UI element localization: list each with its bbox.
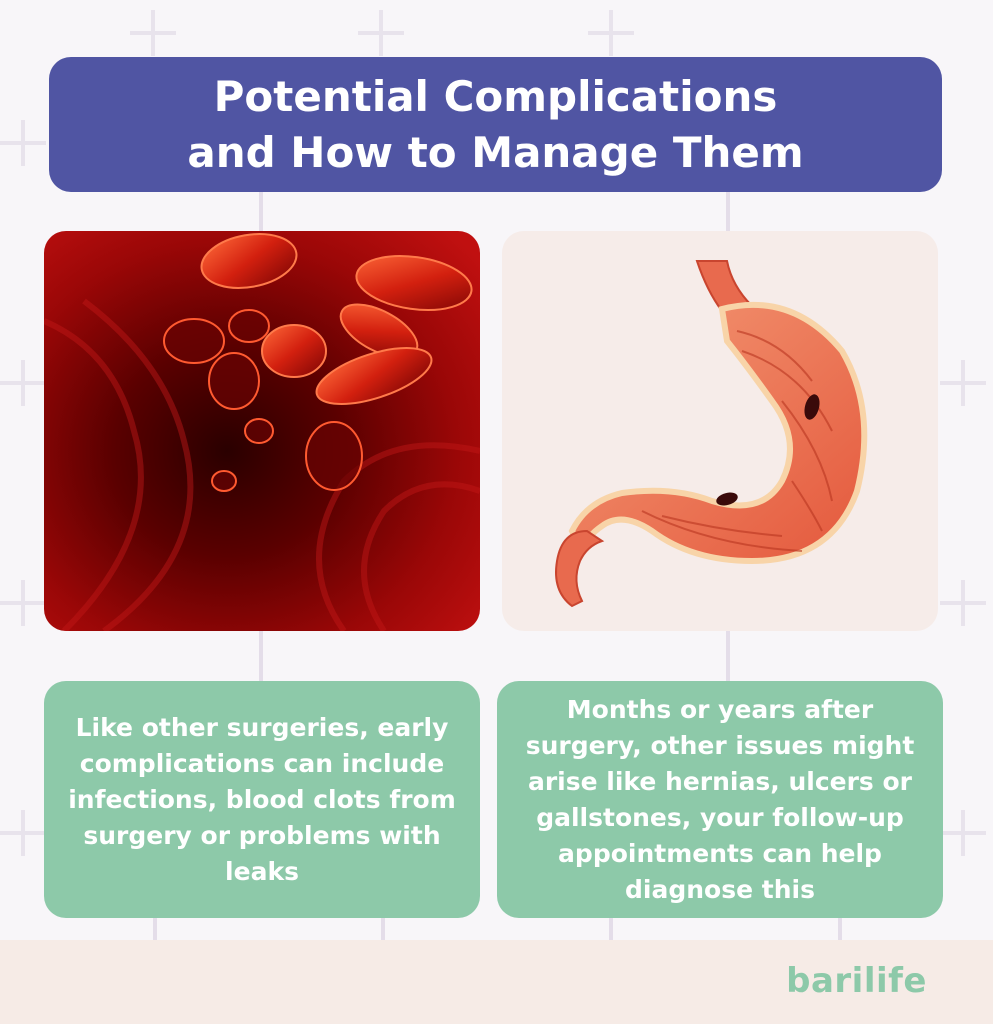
connector-line bbox=[838, 918, 842, 940]
connector-line bbox=[726, 631, 730, 681]
background-plus-decoration bbox=[588, 10, 634, 56]
background-plus-decoration bbox=[0, 120, 46, 166]
background-plus-decoration bbox=[940, 360, 986, 406]
barilife-logo: barilife bbox=[786, 961, 927, 1001]
blood-cells-image bbox=[44, 231, 480, 631]
stomach-image bbox=[502, 231, 938, 631]
connector-line bbox=[153, 918, 157, 940]
title-banner: Potential Complications and How to Manag… bbox=[49, 57, 942, 192]
background-plus-decoration bbox=[940, 810, 986, 856]
title-line-1: Potential Complications bbox=[213, 71, 778, 121]
connector-line bbox=[381, 918, 385, 940]
background-plus-decoration bbox=[0, 580, 46, 626]
background-plus-decoration bbox=[0, 360, 46, 406]
background-plus-decoration bbox=[130, 10, 176, 56]
early-complications-card: Like other surgeries, early complication… bbox=[44, 681, 480, 918]
stomach-illustration bbox=[555, 260, 868, 608]
later-complications-text: Months or years after surgery, other iss… bbox=[525, 694, 915, 904]
blood-cells-illustration bbox=[44, 231, 480, 631]
page-title: Potential Complications and How to Manag… bbox=[187, 69, 803, 181]
title-line-2: and How to Manage Them bbox=[187, 127, 804, 177]
background-plus-decoration bbox=[0, 810, 46, 856]
background-plus-decoration bbox=[940, 580, 986, 626]
later-complications-card: Months or years after surgery, other iss… bbox=[497, 681, 943, 918]
connector-line bbox=[259, 192, 263, 232]
connector-line bbox=[726, 192, 730, 232]
connector-line bbox=[609, 918, 613, 940]
background-plus-decoration bbox=[358, 10, 404, 56]
connector-line bbox=[259, 631, 263, 681]
footer-bar: barilife bbox=[0, 940, 993, 1024]
early-complications-text: Like other surgeries, early complication… bbox=[68, 712, 456, 886]
